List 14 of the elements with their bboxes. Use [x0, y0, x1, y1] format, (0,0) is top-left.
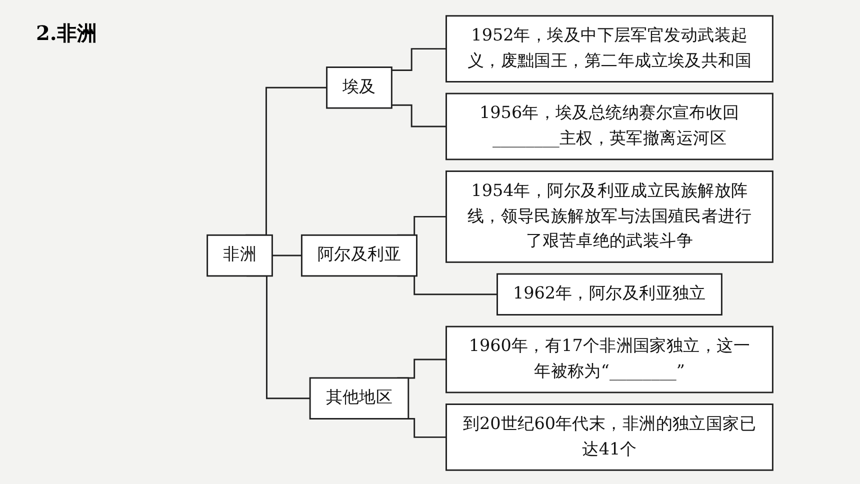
connector: [272, 254, 302, 256]
node-box: 其他地区: [309, 377, 410, 420]
node-box: 到20世纪60年代末，非洲的独立国家已达41个: [446, 404, 774, 471]
node-box: 埃及: [326, 66, 392, 109]
title: 2.非洲: [36, 20, 97, 47]
node-box: 阿尔及利亚: [300, 234, 418, 277]
node-box: 1954年，阿尔及利亚成立民族解放阵线，领导民族解放军与法国殖民者进行了艰苦卓绝的武装斗争: [446, 170, 774, 263]
connector: [392, 104, 446, 128]
node-box: 1962年，阿尔及利亚独立: [496, 273, 722, 316]
node-box: 1952年，埃及中下层军官发动武装起义，废黜国王，第二年成立埃及共和国: [446, 15, 774, 82]
node-box: 1956年，埃及总统纳赛尔宣布收回________主权，英军撤离运河区: [446, 92, 774, 160]
connector: [392, 48, 446, 71]
node-box: 非洲: [206, 234, 273, 277]
node-box: 1960年，有17个非洲国家独立，这一年被称为“________”: [446, 326, 774, 394]
